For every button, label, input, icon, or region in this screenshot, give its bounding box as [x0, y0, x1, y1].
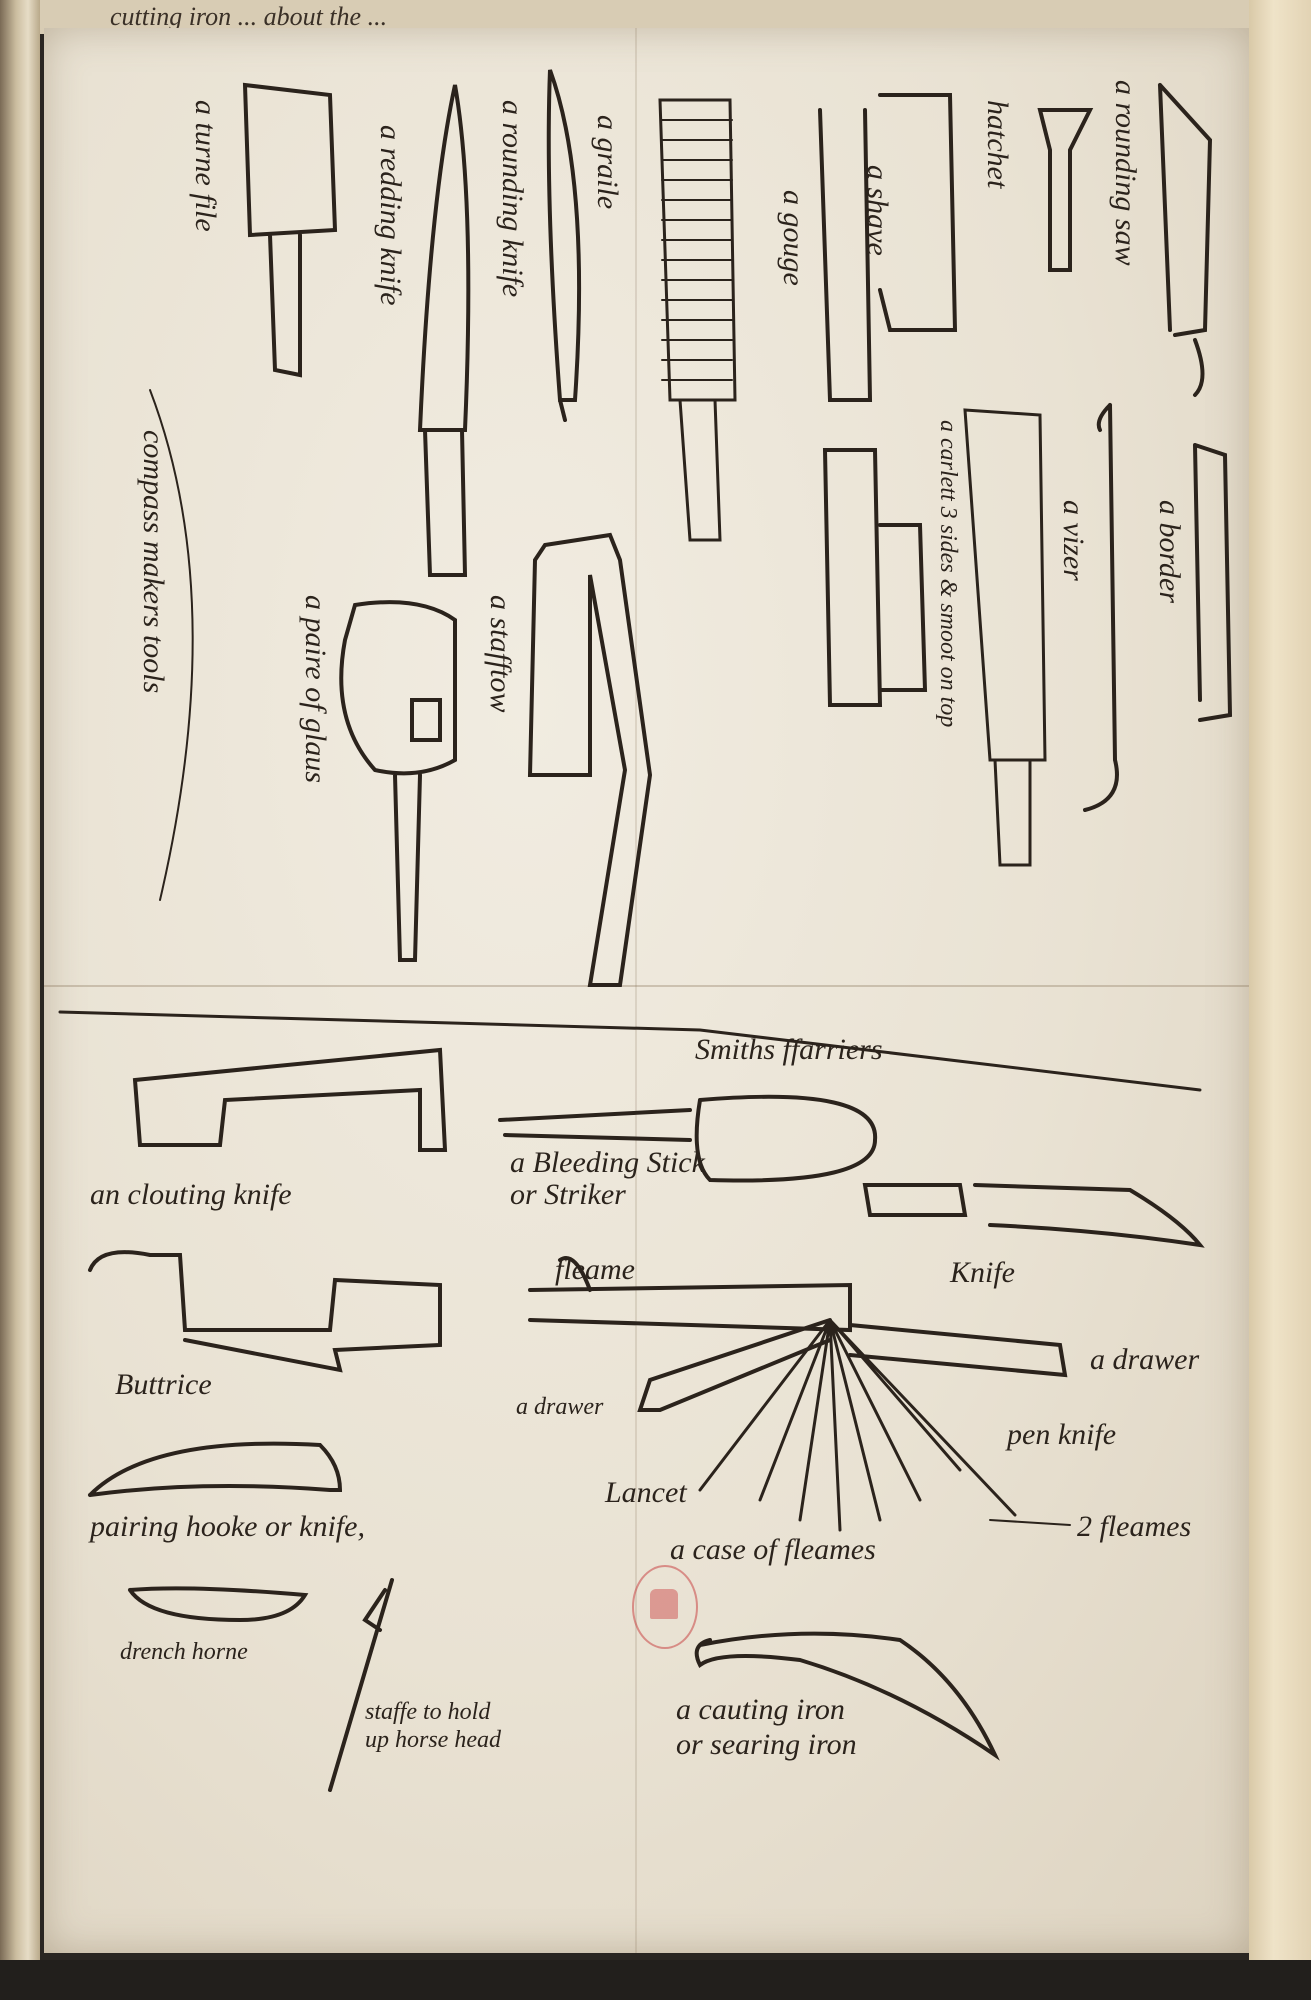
scan-bottom-edge: [0, 1960, 1311, 2000]
book-board: [1249, 0, 1311, 1960]
rounding-knife-sketch: [546, 69, 582, 422]
book-binding: [0, 0, 40, 1960]
label-stafftow: a stafftow: [484, 595, 517, 713]
label-shave: a shave: [861, 165, 894, 256]
label-case-of-fleames: a case of fleames: [670, 1533, 876, 1566]
graile-teeth: [661, 119, 733, 381]
cauting-iron-sketch: [694, 1631, 1000, 1761]
shave-sketch: [818, 93, 958, 402]
label-drawer-right: a drawer: [1090, 1343, 1200, 1376]
label-staffe-line1: staffe to hold: [365, 1699, 491, 1725]
label-pairing-hooke: pairing hooke or knife,: [90, 1510, 365, 1543]
label-knife: Knife: [950, 1256, 1015, 1289]
label-two-fleames: 2 fleames: [1077, 1510, 1192, 1543]
fleame-sketch: [528, 1256, 852, 1333]
label-staffe-line2: up horse head: [365, 1727, 501, 1753]
label-bleeding-stick: a Bleeding Stick: [510, 1146, 705, 1179]
header-text: cutting iron ... about the ...: [110, 2, 388, 31]
two-fleames-pointer: [989, 1519, 1071, 1526]
carlett-sketch: [963, 408, 1047, 867]
label-buttrice: Buttrice: [115, 1368, 212, 1401]
label-rounding-knife: a rounding knife: [496, 100, 529, 298]
label-turne-file: a turne file: [189, 100, 222, 232]
stafftow-sketch: [527, 532, 653, 987]
knife-sketch: [862, 1183, 1205, 1248]
label-pen-knife: pen knife: [1007, 1418, 1117, 1451]
section-divider: [58, 1010, 1202, 1092]
label-drawer-left: a drawer: [516, 1394, 604, 1420]
label-fleame: fleame: [555, 1253, 635, 1286]
label-gouge: a gouge: [777, 190, 810, 286]
label-paire-of-glaus: a paire of glaus: [299, 595, 332, 784]
label-carlett: a carlett 3 sides & smoot on top: [935, 420, 961, 728]
label-drench-horne: drench horne: [120, 1639, 248, 1665]
library-stamp: [632, 1565, 698, 1649]
rasp-sketch: [822, 448, 928, 707]
label-striker: or Striker: [510, 1178, 626, 1211]
glaus-sketch: [339, 600, 457, 962]
label-cauting-iron-line1: a cauting iron: [676, 1693, 845, 1726]
label-hatchet: hatchet: [981, 100, 1014, 189]
drawer-right-sketch: [848, 1323, 1068, 1378]
label-compass-makers-tools: compass makers tools: [137, 430, 170, 694]
label-border: a border: [1153, 500, 1186, 604]
redding-knife-sketch: [417, 84, 471, 577]
hatchet-sketch: [1037, 108, 1094, 272]
label-smiths-ffarriers: Smiths ffarriers: [695, 1033, 883, 1066]
label-cauting-iron-line2: or searing iron: [676, 1728, 857, 1761]
drawer-left-sketch: [637, 1318, 832, 1412]
pairing-hooke-sketch: [88, 1441, 343, 1497]
label-redding-knife: a redding knife: [374, 125, 407, 306]
page-fold-vertical: [635, 28, 637, 1953]
label-rounding-saw: a rounding saw: [1109, 80, 1142, 266]
drench-horne-sketch: [128, 1586, 309, 1623]
border-sketch: [1193, 443, 1233, 722]
label-graile: a graile: [591, 115, 624, 210]
page-fold-horizontal: [44, 985, 1249, 987]
vizer-sketch: [1083, 403, 1119, 812]
staffe-sketch: [328, 1578, 394, 1792]
rounding-saw-sketch: [1158, 83, 1213, 397]
compass-arc: [149, 389, 194, 901]
label-vizer: a vizer: [1057, 500, 1090, 581]
case-of-fleames-sketch: [698, 1318, 1017, 1532]
turne-file-sketch: [242, 82, 338, 378]
label-clouting-knife: an clouting knife: [90, 1178, 292, 1211]
bleeding-stick-sketch: [498, 1094, 878, 1183]
buttrice-sketch: [88, 1250, 442, 1373]
clouting-knife-sketch: [132, 1047, 448, 1152]
label-lancet: Lancet: [605, 1476, 687, 1509]
